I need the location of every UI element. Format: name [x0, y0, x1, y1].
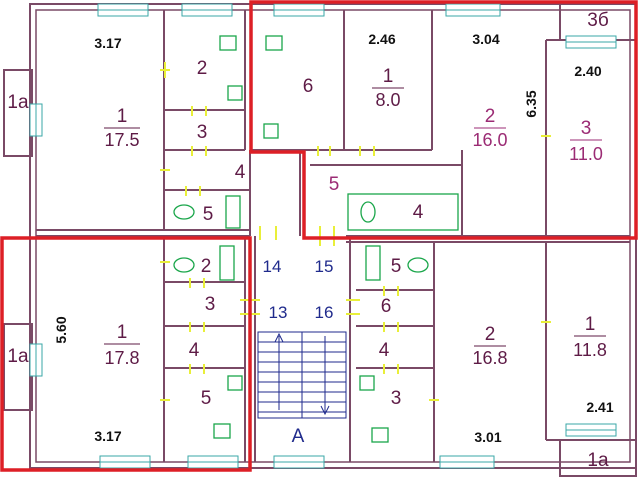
- toilet-icon: [360, 201, 376, 223]
- window: [97, 3, 149, 17]
- room-tl-2-number: 2: [197, 58, 208, 79]
- window: [439, 455, 495, 469]
- hall-room-14: 14: [263, 257, 282, 276]
- room-tr-3-area: 11.0: [569, 144, 603, 164]
- room-bl-2-number: 2: [201, 256, 212, 277]
- room-br-1-number: 1: [585, 314, 596, 335]
- window: [565, 35, 617, 49]
- toilet-icon: [173, 257, 195, 273]
- room-bl-3-number: 3: [205, 294, 216, 315]
- bathtub-icon: [365, 245, 381, 281]
- room-tr-2-number: 2: [485, 106, 496, 127]
- dimension-label: 2.40: [574, 63, 601, 79]
- room-bl-1-number: 1: [117, 322, 128, 343]
- sink-icon: [227, 375, 243, 391]
- dimension-label: 2.46: [368, 31, 395, 47]
- toilet-icon: [173, 204, 195, 220]
- room-br-3-number: 3: [391, 388, 402, 409]
- room-tr-2-area: 16.0: [472, 130, 507, 150]
- hall-room-16: 16: [315, 303, 334, 322]
- room-tl-1a-number: 1a: [7, 92, 29, 113]
- hall-room-13: 13: [269, 303, 288, 322]
- dimension-label: 3.17: [94, 428, 121, 444]
- room-br-6-number: 6: [381, 296, 392, 317]
- highlight-top-right-apartment: [249, 0, 638, 240]
- room-tr-3b-number: 3б: [587, 10, 609, 31]
- window: [273, 3, 325, 17]
- room-bl-1-area: 17.8: [104, 348, 139, 368]
- bathtub-icon: [219, 245, 235, 281]
- room-tl-1-number: 1: [117, 106, 128, 127]
- highlight-bottom-left-apartment: [0, 236, 252, 472]
- dimension-label: 3.04: [472, 31, 499, 47]
- room-tr-1-area: 8.0: [375, 90, 400, 110]
- window: [29, 103, 43, 137]
- room-tl-1-area: 17.5: [104, 130, 139, 150]
- sink-icon: [371, 427, 389, 443]
- room-bl-5-number: 5: [201, 388, 212, 409]
- stair-label: A: [292, 426, 305, 447]
- sink-icon: [265, 35, 283, 51]
- fixtures: [173, 35, 459, 443]
- room-tr-6-number: 6: [303, 76, 314, 97]
- room-bl-4-number: 4: [189, 340, 200, 361]
- bathtub-icon: [225, 195, 241, 229]
- windows: [29, 3, 617, 469]
- room-tl-3-number: 3: [197, 122, 208, 143]
- sink-icon: [219, 35, 237, 51]
- window: [29, 343, 43, 377]
- interior-walls: [36, 10, 630, 462]
- doors: [160, 62, 551, 401]
- window: [273, 455, 325, 469]
- room-tl-5-number: 5: [203, 204, 214, 225]
- window: [445, 3, 501, 17]
- room-br-4-number: 4: [379, 340, 390, 361]
- sink-icon: [213, 423, 231, 439]
- room-tr-5-number: 5: [329, 174, 340, 195]
- sink-icon: [263, 123, 279, 139]
- room-br-5-number: 5: [391, 256, 402, 277]
- room-tr-4-number: 4: [413, 202, 424, 223]
- room-br-1a-number: 1a: [587, 450, 609, 471]
- window: [181, 3, 233, 17]
- sink-icon: [359, 375, 375, 391]
- dimension-label: 2.41: [586, 399, 613, 415]
- room-bl-1a-number: 1a: [7, 346, 29, 367]
- staircase: [257, 331, 347, 419]
- toilet-icon: [407, 257, 429, 273]
- dimension-label: 3.01: [474, 429, 501, 445]
- room-tl-4-number: 4: [235, 162, 246, 183]
- sink-icon: [227, 85, 243, 101]
- room-br-2-area: 16.8: [472, 348, 507, 368]
- dimension-label: 3.17: [94, 35, 121, 51]
- hall-room-15: 15: [315, 257, 334, 276]
- room-br-1-area: 11.8: [573, 340, 607, 360]
- room-br-2-number: 2: [485, 324, 496, 345]
- dimension-label: 6.35: [523, 90, 539, 117]
- window: [565, 423, 617, 437]
- room-tr-3-number: 3: [581, 118, 592, 139]
- dimension-label: 5.60: [53, 316, 69, 343]
- window: [187, 455, 239, 469]
- room-tr-1-number: 1: [383, 66, 394, 87]
- window: [99, 455, 151, 469]
